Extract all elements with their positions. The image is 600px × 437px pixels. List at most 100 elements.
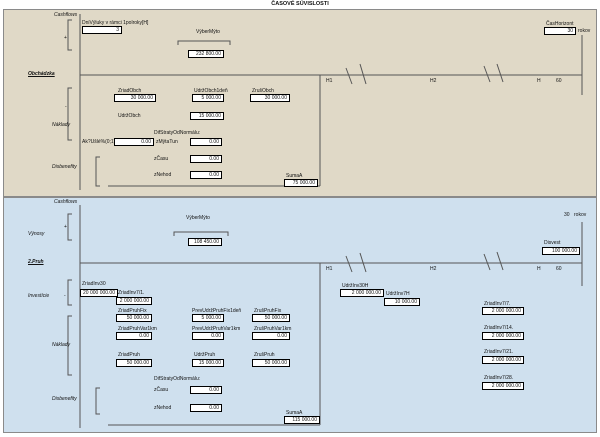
- bottom-naklady-label: Náklady: [52, 342, 71, 348]
- ak-usle-value: 0.00: [114, 138, 154, 146]
- top-vyber-myto-value: 232 800.00: [188, 50, 224, 58]
- bottom-zcasu-value: 0.00: [190, 386, 222, 394]
- zriad-inv7-21-value: 2 000 000.00: [482, 356, 524, 364]
- bottom-minus-sign: -: [64, 293, 66, 299]
- bottom-plus-bracket: [67, 213, 72, 241]
- top-vyber-myto-label: VýberMýto: [196, 29, 220, 35]
- bottom-cashflows-label: Cashflows: [54, 199, 78, 205]
- page-title: ČASOVÉ SÚVISLOSTI: [271, 1, 329, 7]
- zriad-inv7-28-label: ZriadInv7/28.: [484, 375, 514, 381]
- zrus-pruh-var-label: ZrušPruhVar1km: [254, 326, 292, 332]
- bottom-znehod-value: 0.00: [190, 404, 222, 412]
- top-difstraty-label: DifStratyOdNormálu:: [154, 130, 201, 136]
- udrz-pruh-label: UdržPruh: [194, 352, 216, 358]
- prev-udrz-pruh-var-value: 0.00: [192, 332, 224, 340]
- top-suma-label: SumaA: [286, 173, 303, 179]
- z-myta-tun-label: zMýtaTun: [156, 139, 178, 145]
- disvest-value: 100 000.00: [542, 247, 580, 255]
- dni-vyluky-value: 3: [82, 26, 122, 34]
- bottom-h-label: H: [537, 266, 541, 272]
- bottom-naklady-bracket: [67, 315, 72, 376]
- bottom-break-2a: [483, 253, 491, 271]
- top-h-label: H: [537, 78, 541, 84]
- prev-udrz-pruh-var-label: PrevUdržPruhVar1km: [192, 326, 241, 332]
- zrus-obch-label: ZrušObch: [252, 88, 274, 94]
- top-disbenefity-bracket: [95, 156, 100, 187]
- bottom-zcasu-label: zČasu: [154, 387, 169, 393]
- bottom-h2-label: H2: [430, 266, 437, 272]
- bottom-investicie-bracket: [67, 279, 72, 306]
- zriad-inv30-label: ZriadInv30: [82, 281, 106, 287]
- bottom-disbenefity-label: Disbenefity: [52, 396, 77, 402]
- bottom-difstraty-label: DifStratyOdNormálu:: [154, 376, 201, 382]
- top-znehod-label: zNehod: [154, 172, 172, 178]
- udrz-inv30h-label: UdržInv30H: [342, 283, 369, 289]
- zrus-pruh-fix-label: ZrušPruhFix: [254, 308, 282, 314]
- top-suma-value: 75 000.00: [284, 179, 318, 187]
- top-h1-label: H1: [326, 78, 333, 84]
- top-break-2a: [483, 65, 491, 83]
- udrz-inv30h-value: 2 000 000.00: [340, 289, 384, 297]
- bottom-rokov-label: rokov: [574, 212, 587, 218]
- prev-udrz-pruh-fix-label: PrevUdržPruhFix1deň: [192, 308, 242, 314]
- zriad-inv7-28-value: 2 000 000.00: [482, 382, 524, 390]
- top-naklady-label: Náklady: [52, 122, 71, 128]
- zriad-obch-label: ZriadObch: [118, 88, 142, 94]
- udrz-inv7h-value: 10 000.00: [384, 298, 420, 306]
- top-plus-sign: +: [64, 35, 67, 41]
- bottom-break-2b: [496, 251, 504, 271]
- top-break-1a: [345, 67, 353, 85]
- obchadzka-section-label: Obchádzka: [28, 71, 55, 77]
- zrus-pruh-value: 50 000.00: [252, 359, 290, 367]
- top-60-label: 60: [556, 78, 562, 84]
- top-minus-sign: -: [65, 104, 67, 110]
- top-cashflows-label: Cashflows: [54, 12, 78, 18]
- bottom-60-label: 60: [556, 266, 562, 272]
- zriad-pruh-fix-value: 50 000.00: [116, 314, 152, 322]
- udrz-obch-1den-value: 5 000.00: [192, 94, 224, 102]
- zriad-inv7-14-value: 2 000 000.00: [482, 332, 524, 340]
- ak-usle-label: Ak?Ušlé%(0;1): [82, 139, 116, 145]
- zrus-pruh-label: ZrušPruh: [254, 352, 275, 358]
- bottom-break-1b: [359, 252, 367, 273]
- udrz-obch-label: UdržObch: [118, 113, 141, 119]
- top-vyber-bracket: [177, 40, 231, 45]
- top-disbenefity-label: Disbenefity: [52, 164, 77, 170]
- bottom-vyber-bracket: [173, 231, 229, 236]
- top-znehod-value: 0.00: [190, 171, 222, 179]
- top-break-1b: [359, 63, 367, 85]
- dni-vyluky-label: DniVýluky v rámci 1polroky[H]: [82, 20, 149, 26]
- udrz-inv7h-label: UdržInv7H: [386, 291, 410, 297]
- cas-horizont-value: 30: [544, 27, 576, 35]
- bottom-vyber-myto-value: 108 450.00: [188, 238, 222, 246]
- bottom-30-label: 30: [564, 212, 570, 218]
- udrz-obch-value: 15 000.00: [190, 112, 224, 120]
- udrz-obch-1den-label: UdržObch1deň: [194, 88, 228, 94]
- zriad-pruh-fix-label: ZriadPruhFix: [118, 308, 147, 314]
- zriad-pruh-var-value: 0.00: [116, 332, 152, 340]
- cas-horizont-label: ČasHorizont: [546, 21, 574, 27]
- top-rokov-label: rokov: [578, 28, 591, 34]
- top-minus-bracket: [67, 87, 72, 141]
- bottom-vyber-myto-label: VýberMýto: [186, 215, 210, 221]
- zriad-inv7-7-value: 2 000 000.00: [482, 307, 524, 315]
- zriad-inv7-14-label: ZriadInv7/14.: [484, 325, 514, 331]
- z-myta-tun-value: 0.00: [190, 138, 222, 146]
- bottom-suma-value: 115 000.00: [284, 416, 320, 424]
- zrus-obch-value: 30 000.00: [250, 94, 290, 102]
- top-plus-bracket: [67, 19, 72, 51]
- zriad-inv7-21-label: ZriadInv7/21.: [484, 349, 514, 355]
- bottom-suma-label: SumaA: [286, 410, 303, 416]
- bottom-h1-label: H1: [326, 266, 333, 272]
- investicie-label: Investície: [28, 293, 50, 299]
- zriad-obch-value: 30 000.00: [114, 94, 156, 102]
- prev-udrz-pruh-fix-value: 5 000.00: [192, 314, 224, 322]
- vynosy-label: Výnosy: [28, 231, 45, 237]
- top-zcasu-value: 0.00: [190, 155, 222, 163]
- udrz-pruh-value: 15 000.00: [192, 359, 224, 367]
- bottom-znehod-label: zNehod: [154, 405, 172, 411]
- zriad-inv7-1-value: 2 000 000.00: [116, 297, 152, 305]
- zriad-inv30-value: 20 000 000.00: [80, 289, 118, 297]
- zrus-pruh-fix-value: 50 000.00: [252, 314, 290, 322]
